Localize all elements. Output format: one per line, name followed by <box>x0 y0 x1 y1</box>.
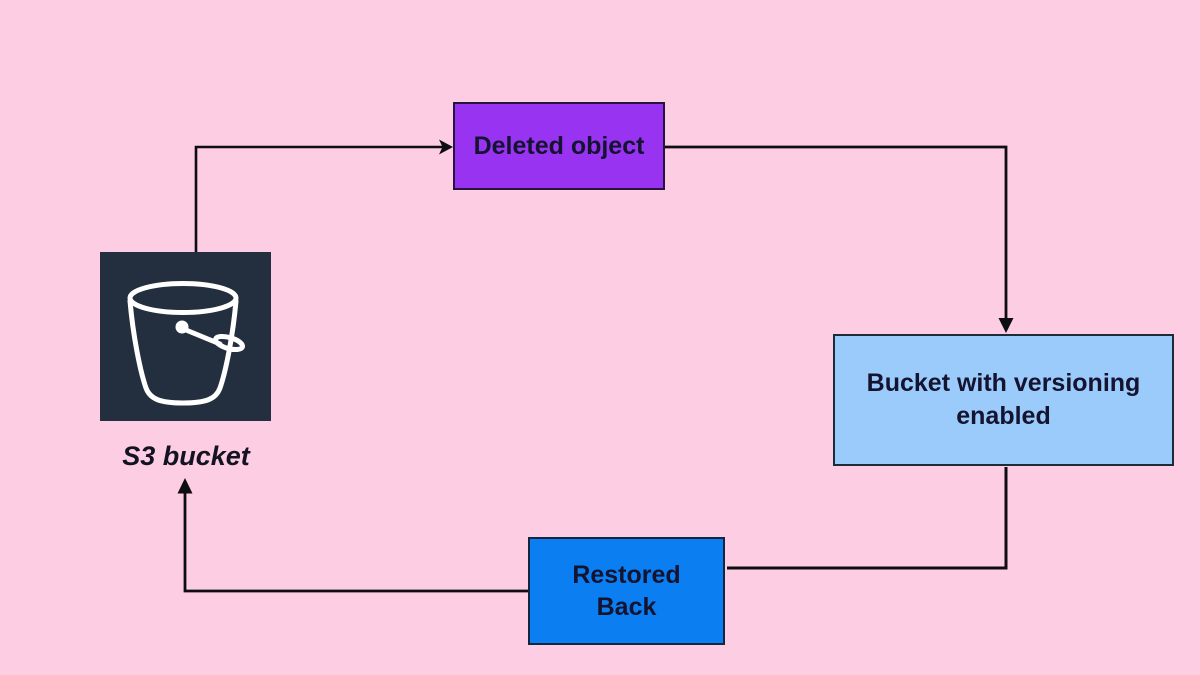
bucket-glyph <box>127 281 246 406</box>
node-deleted-object: Deleted object <box>453 102 665 190</box>
s3-bucket-icon <box>100 252 271 421</box>
node-versioning-bucket: Bucket with versioning enabled <box>833 334 1174 466</box>
deleted-object-label: Deleted object <box>473 131 645 160</box>
restored-back-label: Restored Back <box>572 561 681 621</box>
arrowhead-up <box>177 478 193 494</box>
s3-bucket-label: S3 bucket <box>122 441 250 471</box>
arrowhead-right <box>439 139 453 155</box>
edge-restored-to-s3 <box>183 493 528 593</box>
edge-deleted-to-versioning <box>665 145 1008 319</box>
versioning-bucket-label: Bucket with versioning enabled <box>866 369 1141 430</box>
node-restored-back: Restored Back <box>528 537 725 645</box>
edge-versioning-to-restored <box>727 467 1008 570</box>
arrowhead-down <box>998 318 1014 333</box>
edge-s3-to-deleted <box>194 145 444 252</box>
